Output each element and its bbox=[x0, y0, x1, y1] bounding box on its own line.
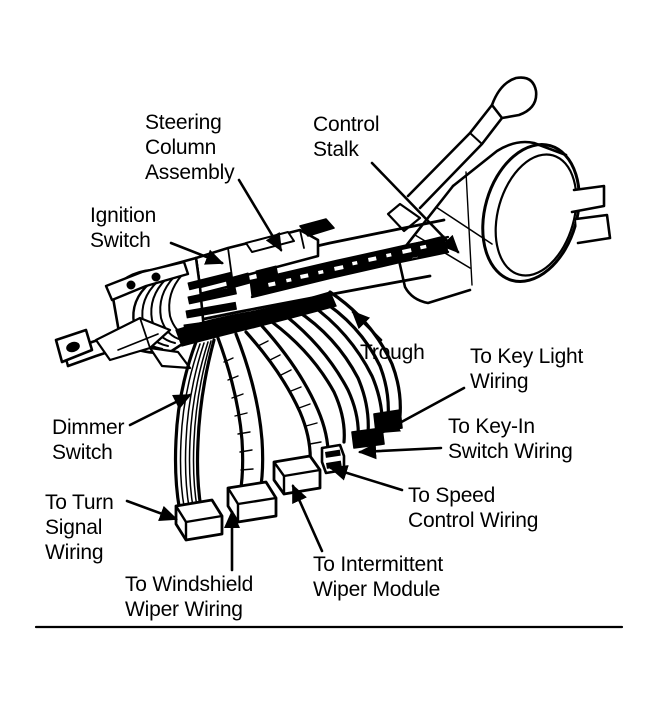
leader-to-key-light-wiring bbox=[381, 386, 466, 434]
callout-ignition-switch: Ignition Switch bbox=[90, 204, 157, 252]
callout-leaders bbox=[125, 161, 466, 572]
callout-to-key-light-wiring: To Key Light Wiring bbox=[470, 345, 584, 393]
leader-to-turn-signal-wiring bbox=[125, 499, 178, 522]
control-stalk-lever-part bbox=[386, 76, 538, 233]
callout-steering-column-assembly: Steering Column Assembly bbox=[145, 111, 235, 184]
callout-to-turn-signal-wiring: To Turn Signal Wiring bbox=[45, 491, 114, 564]
callout-trough: Trough bbox=[360, 341, 425, 364]
leader-trough bbox=[351, 310, 383, 342]
callout-to-windshield-wiper-wiring: To Windshield Wiper Wiring bbox=[125, 573, 254, 621]
callout-to-key-in-switch-wiring: To Key-In Switch Wiring bbox=[448, 415, 573, 463]
leader-to-key-in-switch-wiring bbox=[357, 443, 443, 460]
intermittent-wiper-harness bbox=[244, 324, 330, 496]
leader-to-intermittent-wiper-module bbox=[291, 484, 324, 553]
speed-control-harness bbox=[270, 314, 360, 475]
dimmer-switch-bracket-part bbox=[54, 316, 192, 370]
leader-dimmer-switch bbox=[128, 393, 192, 427]
leader-ignition-switch bbox=[169, 241, 224, 265]
callout-dimmer-switch: Dimmer Switch bbox=[52, 416, 125, 464]
leader-steering-column-assembly bbox=[237, 178, 283, 252]
drawing-artwork bbox=[34, 76, 624, 629]
callout-to-speed-control-wiring: To Speed Control Wiring bbox=[408, 484, 539, 532]
callout-control-stalk: Control Stalk bbox=[313, 113, 380, 161]
column-lock-housing bbox=[104, 256, 237, 354]
windshield-wiper-harness bbox=[216, 332, 278, 524]
leader-control-stalk bbox=[370, 161, 460, 254]
leader-to-speed-control-wiring bbox=[329, 465, 404, 492]
upper-shroud-part bbox=[396, 140, 612, 305]
turn-signal-harness bbox=[173, 338, 224, 542]
callout-to-intermittent-wiper-module: To Intermittent Wiper Module bbox=[313, 553, 444, 601]
